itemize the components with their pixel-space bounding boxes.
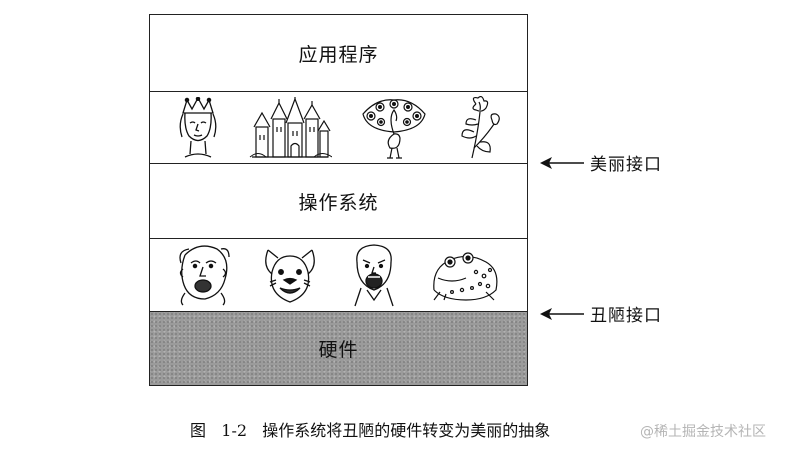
hardware-layer: 硬件	[150, 312, 527, 385]
queen-icon	[179, 96, 217, 158]
operating-system-label: 操作系统	[298, 191, 379, 214]
watermark: @稀土掘金技术社区	[640, 424, 766, 440]
arrow-left-icon	[540, 156, 584, 169]
yelling-man-icon	[354, 244, 394, 307]
flower-icon	[461, 95, 501, 158]
operating-system-layer: 操作系统	[150, 164, 527, 239]
hardware-label: 硬件	[318, 339, 359, 361]
applications-layer: 应用程序	[150, 15, 527, 92]
beautiful-interface-pointer: 美丽接口	[540, 150, 662, 175]
dog-face-icon	[264, 249, 315, 303]
peacock-icon	[362, 98, 426, 159]
ugly-interface-pointer: 丑陋接口	[540, 301, 662, 326]
beautiful-interface-layer	[150, 92, 527, 164]
screaming-face-icon	[178, 245, 230, 306]
figure-caption: 图 1-2 操作系统将丑陋的硬件转变为美丽的抽象	[190, 421, 551, 440]
ugly-interface-label: 丑陋接口	[590, 306, 662, 326]
castle-icon	[249, 96, 332, 158]
toad-icon	[433, 252, 498, 301]
layer-stack: 应用程序	[149, 14, 528, 386]
ugly-interface-layer	[150, 239, 527, 312]
applications-label: 应用程序	[298, 43, 379, 66]
arrow-left-icon	[540, 307, 584, 320]
beautiful-interface-label: 美丽接口	[590, 155, 662, 175]
